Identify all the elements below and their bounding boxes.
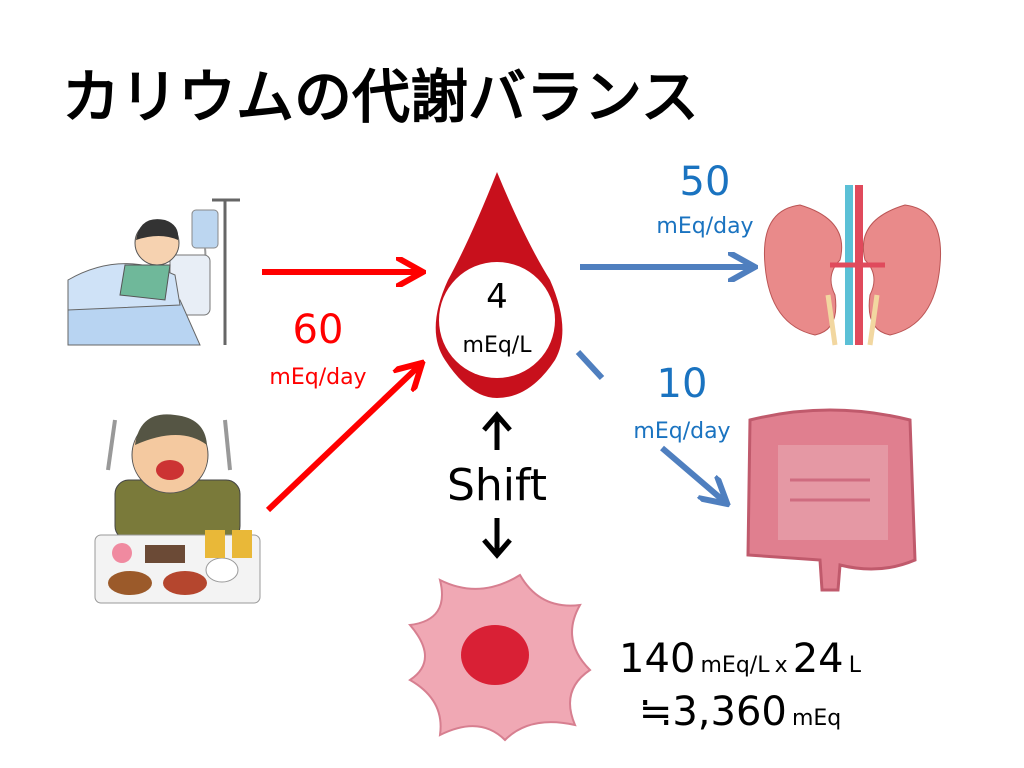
stool-output-arrow — [660, 445, 725, 502]
intracellular-volume: 24 — [793, 636, 844, 682]
cell-illustration — [408, 573, 592, 742]
approx-sign: ≒ — [639, 689, 673, 735]
intracellular-total-unit: mEq — [792, 706, 841, 731]
shift-arrow-up — [482, 411, 512, 450]
intracellular-total: 3,360 — [672, 689, 787, 735]
urine-value: 50 — [680, 159, 731, 205]
intake-value: 60 — [293, 307, 344, 353]
stool-unit: mEq/day — [633, 419, 730, 444]
intracellular-volume-unit: L — [849, 653, 862, 678]
eating-person-illustration — [94, 414, 261, 604]
intracellular-conc: 140 — [619, 636, 695, 682]
stool-value: 10 — [657, 361, 708, 407]
patient-iv-illustration — [67, 198, 240, 346]
times-sign: x — [775, 653, 788, 678]
intake-arrow-food — [265, 365, 420, 513]
shift-arrow-down — [482, 518, 512, 559]
intake-unit: mEq/day — [269, 365, 366, 390]
blood-k-unit: mEq/L — [463, 333, 533, 358]
urine-unit: mEq/day — [656, 214, 753, 239]
blood-drop — [435, 172, 563, 398]
page-title: カリウムの代謝バランス — [62, 63, 699, 131]
large-intestine-illustration — [746, 408, 917, 592]
blood-k-value: 4 — [486, 277, 508, 317]
intracellular-calc-line1: 140 mEq/L x 24 L — [619, 636, 862, 682]
shift-label: Shift — [447, 460, 547, 511]
stool-output-arrow-start — [575, 349, 605, 381]
intracellular-conc-unit: mEq/L — [701, 653, 771, 678]
kidney-illustration — [763, 185, 942, 346]
intracellular-calc-line2: ≒3,360 mEq — [639, 689, 841, 735]
